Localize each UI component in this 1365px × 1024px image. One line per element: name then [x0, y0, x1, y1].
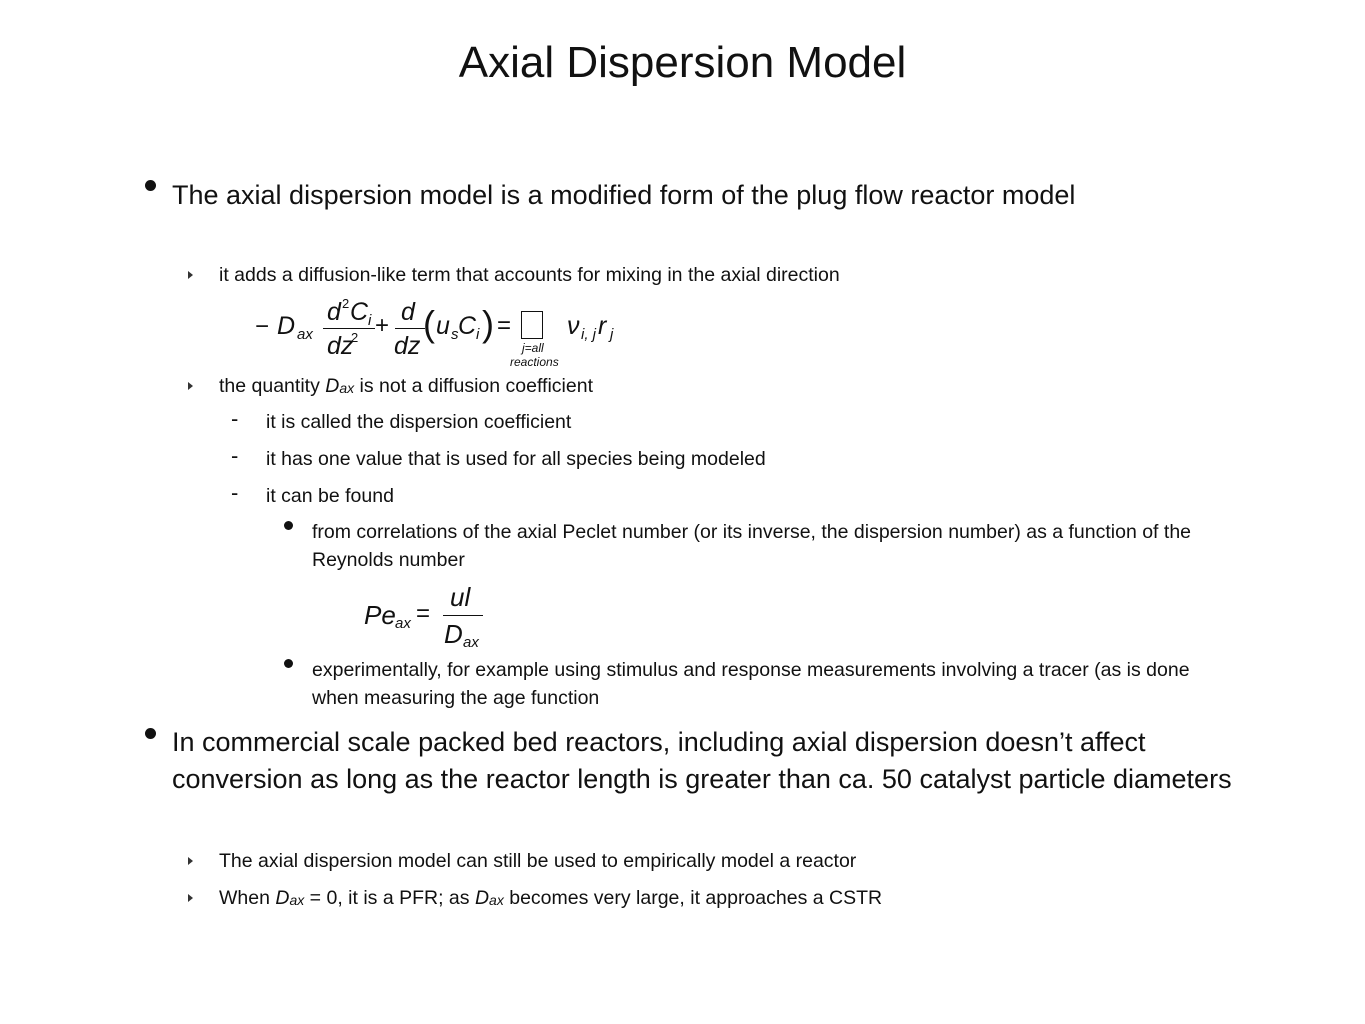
- arrow-bullet-icon: [188, 857, 193, 865]
- fraction-bar-3: [443, 615, 483, 616]
- bullet-dot: [145, 180, 156, 191]
- eq2-den-ax: ax: [463, 634, 479, 651]
- sub-bullet-3-text: The axial dispersion model can still be …: [219, 850, 857, 872]
- eq-num-i: i: [368, 312, 372, 329]
- eq-rparen: ): [482, 303, 494, 344]
- bullet-1-text: The axial dispersion model is a modified…: [172, 180, 1076, 210]
- eq-r: r: [598, 312, 607, 340]
- arrow-bullet-icon: [188, 894, 193, 902]
- eq-s: s: [451, 326, 459, 343]
- sum-lower-1: j=all: [522, 341, 544, 355]
- dispersion-equation: − D ax d 2 C i dz 2 + d dz ( u s C i ) =…: [255, 295, 655, 375]
- eq-lparen: (: [423, 303, 435, 344]
- eq-ax: ax: [297, 326, 313, 343]
- eq-C: C: [458, 312, 477, 340]
- bullet-dot: [284, 659, 293, 668]
- peclet-equation: Pe ax = ul D ax: [364, 582, 504, 652]
- sum-lower-2: reactions: [510, 355, 559, 369]
- eq-equals: =: [497, 312, 512, 339]
- eq-i: i: [476, 326, 480, 343]
- eq-num-C: C: [350, 298, 369, 326]
- eq2-num: ul: [450, 582, 471, 612]
- eq-dz2: dz: [394, 332, 421, 360]
- eq2-D: D: [444, 619, 463, 649]
- arrow-bullet-icon: [188, 271, 193, 279]
- eq-den-dz: dz: [327, 332, 354, 360]
- dash-bullet-icon: -: [231, 480, 239, 505]
- dash-bullet-icon: -: [231, 443, 239, 468]
- eq-minus: −: [255, 313, 270, 340]
- dot-item-2: experimentally, for example using stimul…: [312, 659, 1190, 709]
- dot-item-1: from correlations of the axial Peclet nu…: [312, 521, 1192, 571]
- eq-nu: ν: [567, 312, 580, 340]
- eq-u: u: [436, 312, 450, 340]
- eq2-equals: =: [416, 600, 431, 627]
- page-title: Axial Dispersion Model: [458, 38, 907, 87]
- bullet-2-text: In commercial scale packed bed reactors,…: [172, 727, 1232, 794]
- eq-plus: +: [375, 312, 390, 339]
- eq-d2: d: [401, 298, 415, 326]
- sub-bullet-2-text: the quantity Dax is not a diffusion coef…: [219, 375, 593, 397]
- dash-bullet-icon: -: [231, 406, 239, 431]
- fraction-bar: [323, 328, 375, 329]
- eq2-Pe: Pe: [364, 600, 396, 630]
- dash-item-2: it has one value that is used for all sp…: [266, 448, 766, 470]
- eq-r-sub: j: [610, 326, 614, 343]
- sum-symbol-icon: [521, 311, 543, 339]
- sub-bullet-4-text: When Dax = 0, it is a PFR; as Dax become…: [219, 887, 883, 909]
- eq-num-d: d: [327, 298, 341, 326]
- eq2-ax: ax: [395, 615, 411, 632]
- eq-D: D: [277, 312, 296, 340]
- dash-item-3: it can be found: [266, 485, 394, 507]
- arrow-bullet-icon: [188, 382, 193, 390]
- dash-item-1: it is called the dispersion coefficient: [266, 411, 572, 433]
- sub-bullet-1-text: it adds a diffusion-like term that accou…: [219, 264, 840, 286]
- eq-num-sup: 2: [342, 296, 350, 311]
- bullet-dot: [145, 728, 156, 739]
- eq-den-sup: 2: [351, 330, 359, 345]
- fraction-bar-2: [395, 328, 425, 329]
- bullet-dot: [284, 521, 293, 530]
- eq-nu-sub: i, j: [581, 326, 596, 343]
